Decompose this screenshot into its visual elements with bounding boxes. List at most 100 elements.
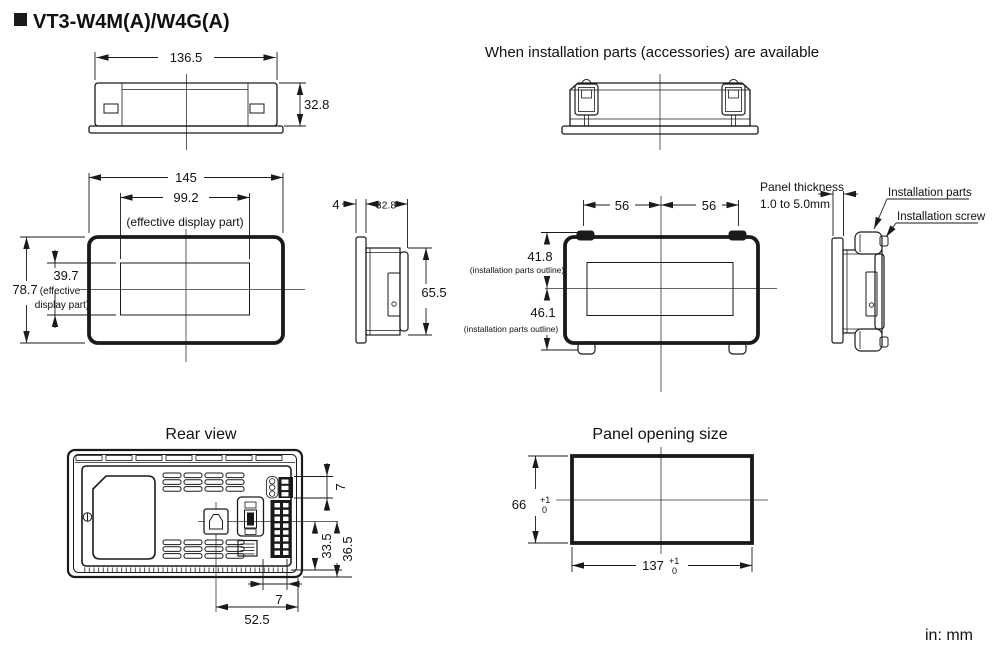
rear-cover-edge — [874, 253, 885, 330]
clamp-top — [854, 231, 889, 255]
dim-label: 7 — [333, 483, 348, 490]
dim-label: 52.5 — [244, 612, 269, 627]
dim-label: 99.2 — [173, 190, 198, 205]
dim-label-left: 56 — [615, 198, 629, 213]
install-front-view-drawing: 56 56 41.8 (installation parts outline) … — [464, 196, 777, 392]
dim-label: 39.7 — [53, 268, 78, 283]
dim-width: 145 — [88, 170, 284, 233]
dim-depth: 32.8 — [279, 82, 329, 127]
vent-grid-bottom — [162, 539, 245, 559]
display-area — [586, 262, 734, 316]
dim-label: 7 — [275, 592, 282, 607]
dim-panel-thickness: Panel thickness 1.0 to 5.0mm — [760, 180, 858, 236]
install-top-view-drawing — [561, 74, 759, 150]
tolerance-lower: 0 — [672, 566, 677, 576]
dim-label: 136.5 — [170, 50, 203, 65]
dim-label: 4 — [332, 197, 339, 212]
installation-clamp-left — [574, 79, 599, 127]
dim-label-right: 56 — [702, 198, 716, 213]
dim-label: 145 — [175, 170, 197, 185]
installation-clamp-right — [721, 79, 746, 127]
bezel-outline — [563, 235, 760, 345]
callout-installation-parts: Installation parts — [873, 187, 972, 230]
usb-connector — [203, 508, 229, 535]
dim-usb-offset: 52.5 — [216, 578, 299, 627]
dim-flange-thickness: 4 — [332, 197, 380, 233]
bezel-outline — [87, 235, 285, 345]
cover-screw — [82, 512, 93, 522]
rear-outer-frame — [66, 448, 304, 579]
dim-inner-height: 33.5 — [291, 521, 342, 571]
callout-installation-screw: Installation screw — [885, 211, 986, 238]
dim-opening-width: 137 +1 0 — [571, 547, 753, 576]
dim-label: 137 — [642, 558, 664, 573]
installation-screw-bottom — [879, 336, 889, 348]
terminal-block — [270, 500, 291, 558]
tolerance-lower: 0 — [542, 505, 547, 515]
rear-view-title: Rear view — [165, 426, 237, 443]
dim-lower-outline: 46.1 (installation parts outline) — [464, 288, 578, 351]
installation-screw-top — [879, 235, 889, 247]
clamp-bottom — [854, 328, 889, 352]
dim-label: 32.8 — [304, 97, 329, 112]
side-view-drawing: 4 32.8 65.5 — [332, 197, 447, 344]
dim-height: 65.5 — [408, 247, 447, 336]
power-connector — [236, 496, 265, 537]
connector-area — [865, 271, 878, 317]
rear-cover-edge — [399, 251, 409, 332]
dim-clamp-pitch: 56 56 — [583, 198, 739, 226]
dim-label: 41.8 — [527, 249, 552, 264]
front-flange — [88, 125, 284, 134]
bottom-hatch-strip — [84, 567, 289, 573]
connector-area — [387, 272, 401, 317]
dim-note: (installation parts outline) — [470, 265, 565, 275]
top-vent-slots — [75, 455, 283, 461]
dim-note: (installation parts outline) — [464, 324, 559, 334]
dim-label: 65.5 — [421, 285, 446, 300]
panel-opening-title: Panel opening size — [592, 426, 727, 443]
dim-label: 36.5 — [340, 536, 355, 561]
clip-slot-right — [249, 103, 265, 114]
callout-label: Installation screw — [897, 211, 986, 223]
dim-label: 66 — [512, 497, 526, 512]
dim-terminal-pitch: 7 — [248, 559, 302, 607]
display-area — [120, 262, 250, 316]
panel-thickness-label-line1: Panel thickness — [760, 180, 844, 194]
top-view-drawing: 136.5 32.8 — [88, 50, 329, 150]
tolerance-upper: +1 — [669, 556, 679, 566]
callout-label: Installation parts — [888, 187, 972, 199]
flange — [831, 237, 844, 344]
dim-label: 33.5 — [319, 533, 334, 558]
dim-note-line1: (effective — [40, 286, 81, 297]
dim-depth: 32.8 — [366, 199, 408, 248]
screw-hole — [868, 302, 875, 308]
install-section-title: When installation parts (accessories) ar… — [485, 44, 819, 61]
dim-upper-outline: 41.8 (installation parts outline) — [470, 232, 577, 288]
dim-label: 46.1 — [530, 305, 555, 320]
dim-label: 32.8 — [376, 200, 397, 212]
clip-slot-left — [103, 103, 119, 114]
tolerance-upper: +1 — [540, 495, 550, 505]
screw-hole — [391, 301, 397, 307]
dim-label: 78.7 — [12, 282, 37, 297]
opening-outline — [570, 454, 754, 545]
dim-opening-height: 66 +1 0 — [512, 455, 568, 544]
body — [365, 247, 401, 336]
dim-note: (effective display part) — [126, 215, 243, 229]
vent-grid-top — [162, 472, 245, 492]
install-side-view-drawing: Panel thickness 1.0 to 5.0mm Installatio… — [760, 180, 986, 352]
body — [842, 249, 883, 334]
dim-note-line2: display part) — [35, 300, 89, 311]
panel-thickness-label-line2: 1.0 to 5.0mm — [760, 197, 830, 211]
clamp-screw-head — [581, 79, 592, 85]
front-view-drawing: 145 99.2 (effective display part) 78.7 3… — [12, 170, 305, 362]
title-bullet-icon — [14, 13, 27, 26]
units-note: in: mm — [925, 627, 973, 644]
panel-opening-drawing: Panel opening size 66 +1 0 137 +1 0 — [512, 426, 768, 576]
rear-view-drawing: Rear view — [66, 426, 355, 627]
dim-height: 78.7 — [12, 236, 85, 344]
dim-connector-pitch: 7 — [294, 463, 348, 511]
dim-width: 136.5 — [94, 50, 278, 80]
